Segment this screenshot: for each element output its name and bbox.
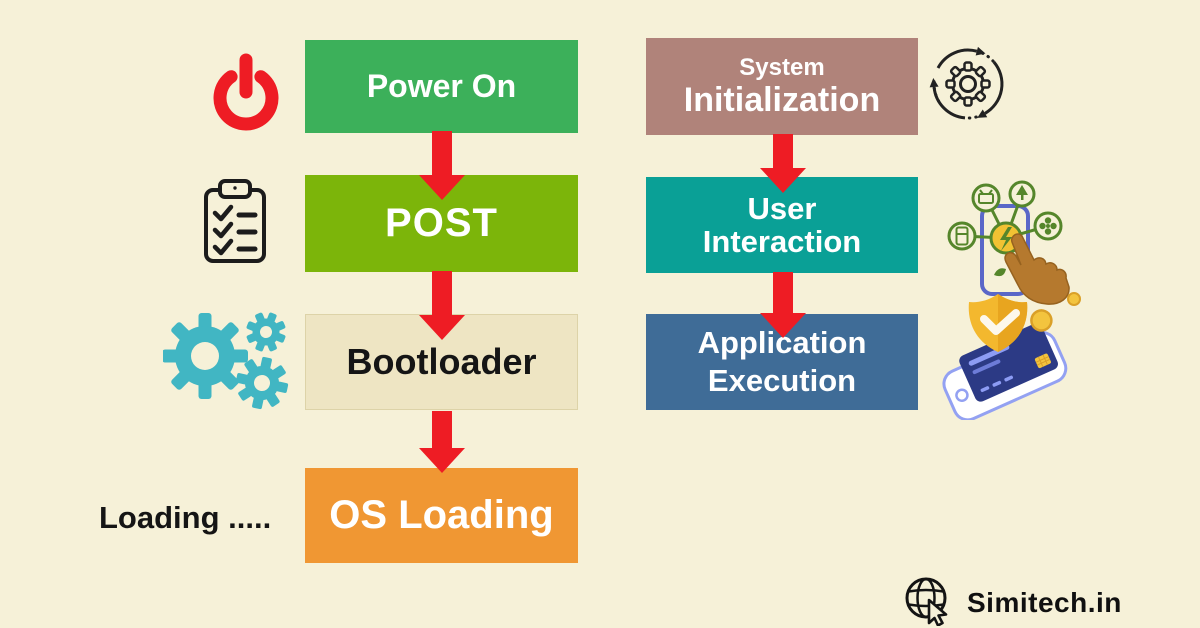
step-application-execution: Application Execution [646, 314, 918, 410]
step-label: Power On [366, 68, 517, 104]
process-sync-gear-icon [926, 42, 1010, 126]
step-label: Bootloader [346, 341, 537, 382]
loading-text: Loading ..... [99, 500, 272, 535]
arrow-down-icon [419, 131, 465, 200]
secure-payment-phone-icon [938, 290, 1083, 422]
power-icon [208, 52, 284, 134]
step-label-line2: Execution [707, 363, 857, 398]
step-post: POST [305, 175, 578, 272]
step-power-on: Power On [305, 40, 578, 133]
step-user-interaction: User Interaction [646, 177, 918, 273]
checklist-icon [203, 178, 267, 264]
arrow-down-icon [419, 271, 465, 340]
arrow-down-icon [760, 272, 806, 338]
step-label-line1: User [747, 190, 817, 226]
step-label-line2: Initialization [683, 80, 881, 119]
arrow-down-icon [419, 411, 465, 473]
step-os-loading: OS Loading [305, 468, 578, 563]
step-label-line2: Interaction [702, 224, 862, 259]
step-label-line1: System [739, 54, 825, 81]
brand-footer: Simitech.in [902, 574, 1122, 628]
step-system-initialization: System Initialization [646, 38, 918, 135]
step-label: POST [385, 201, 498, 245]
arrow-down-icon [760, 134, 806, 193]
globe-cursor-icon [902, 574, 954, 628]
touch-phone-icon [942, 176, 1072, 306]
brand-name: Simitech.in [967, 586, 1122, 618]
gears-icon [162, 306, 293, 410]
step-label: OS Loading [329, 493, 554, 537]
